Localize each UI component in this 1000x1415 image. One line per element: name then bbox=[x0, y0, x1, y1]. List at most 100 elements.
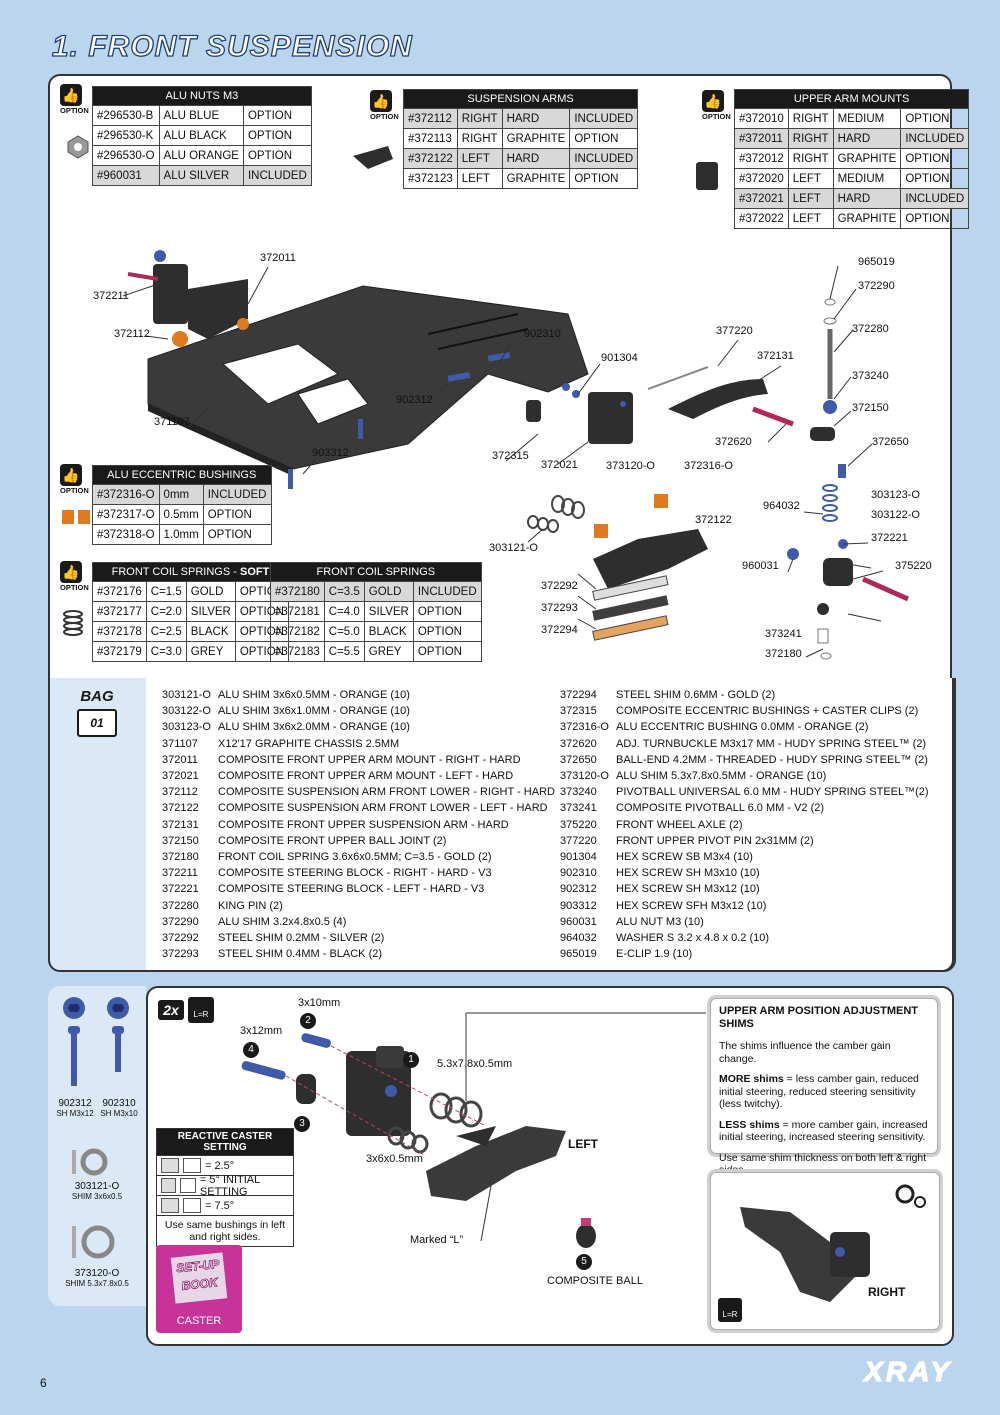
caster-row: = 2.5° bbox=[157, 1155, 293, 1175]
caster-setting-box: REACTIVE CASTER SETTING = 2.5° = 5° INIT… bbox=[156, 1128, 294, 1247]
assembly-line bbox=[285, 1075, 427, 1157]
part-code: 373120-O bbox=[560, 770, 609, 783]
part-description: FRONT WHEEL AXLE (2) bbox=[616, 818, 743, 831]
part-code: 372620 bbox=[560, 737, 597, 750]
step-4-marker: 4 bbox=[243, 1042, 259, 1058]
upper-arm-mount-left bbox=[526, 392, 633, 444]
bag-number: 01 bbox=[77, 709, 117, 737]
leader-lines bbox=[122, 265, 884, 658]
king-pin-stack bbox=[787, 298, 910, 660]
assembly-diagram bbox=[241, 1012, 706, 1248]
lr-icon: L=R bbox=[188, 997, 214, 1023]
callout: 372112 bbox=[114, 328, 150, 340]
part-code: 372316-O bbox=[560, 721, 609, 734]
part-code: 372211 bbox=[162, 867, 198, 880]
callout: 372122 bbox=[695, 514, 732, 526]
part-description: ALU SHIM 3x6x1.0MM - ORANGE (10) bbox=[218, 705, 410, 718]
part-description: X12'17 GRAPHITE CHASSIS 2.5MM bbox=[218, 737, 400, 750]
part-description: HEX SCREW SH M3x10 (10) bbox=[616, 867, 760, 880]
screw-label-12: 3x12mm bbox=[240, 1025, 283, 1037]
part-code: 965019 bbox=[560, 948, 597, 961]
callout: 372315 bbox=[492, 450, 529, 462]
callout: 372293 bbox=[541, 602, 578, 614]
lower-arm-left bbox=[593, 494, 708, 589]
shim-label-big: 5.3x7.8x0.5mm bbox=[437, 1058, 513, 1070]
upper-arm-mount bbox=[346, 1046, 411, 1136]
callout: 372011 bbox=[260, 252, 296, 264]
callout: 372316-O bbox=[684, 460, 733, 472]
part-description: COMPOSITE SUSPENSION ARM FRONT LOWER - L… bbox=[218, 802, 548, 815]
part-description: COMPOSITE ECCENTRIC BUSHINGS + CASTER CL… bbox=[616, 705, 919, 718]
steel-shims bbox=[592, 575, 669, 641]
part-code: 372315 bbox=[560, 705, 597, 718]
callout: 377220 bbox=[716, 325, 753, 337]
part-description: WASHER S 3.2 x 4.8 x 0.2 (10) bbox=[616, 932, 770, 945]
shim-icon bbox=[72, 1225, 115, 1259]
small-arm-icon bbox=[353, 146, 393, 169]
part-description: STEEL SHIM 0.2MM - SILVER (2) bbox=[218, 932, 385, 945]
hardware-sidebar bbox=[48, 986, 146, 1306]
callout: 303123-O bbox=[871, 489, 920, 501]
part-description: BALL-END 4.2MM - THREADED - HUDY SPRING … bbox=[616, 753, 928, 766]
part-code: 377220 bbox=[560, 834, 597, 847]
thumbs-up-icon: 👍 bbox=[702, 90, 724, 112]
part-description: ADJ. TURNBUCKLE M3x17 MM - HUDY SPRING S… bbox=[616, 737, 927, 750]
part-description: FRONT UPPER PIVOT PIN 2x31MM (2) bbox=[616, 834, 814, 847]
callout: 965019 bbox=[858, 256, 895, 268]
callout: 375220 bbox=[895, 560, 932, 572]
callout: 372650 bbox=[872, 436, 909, 448]
part-code: 372290 bbox=[162, 915, 199, 928]
shim-label-small: 3x6x0.5mm bbox=[366, 1153, 423, 1165]
bushing-icon bbox=[183, 1198, 201, 1213]
callout: 372221 bbox=[871, 532, 908, 544]
part-description: ALU SHIM 3x6x0.5MM - ORANGE (10) bbox=[218, 689, 410, 701]
part-description: COMPOSITE PIVOTBALL 6.0 MM - V2 (2) bbox=[616, 802, 825, 815]
part-code: 372122 bbox=[162, 802, 199, 815]
turnbuckle bbox=[752, 406, 794, 427]
part-description: COMPOSITE FRONT UPPER ARM MOUNT - RIGHT … bbox=[218, 753, 521, 766]
left-label: LEFT bbox=[568, 1137, 598, 1151]
bushing-icon bbox=[161, 1158, 179, 1173]
bushing-icon bbox=[180, 1178, 196, 1193]
part-description: STEEL SHIM 0.4MM - BLACK (2) bbox=[218, 948, 383, 961]
part-code: 901304 bbox=[560, 851, 597, 864]
callout: 964032 bbox=[763, 500, 800, 512]
thumbs-up-icon: 👍 bbox=[60, 464, 82, 486]
parts-list-item: 901304 HEX SCREW SB M3x4 (10) bbox=[560, 849, 929, 865]
lr-icon: L=R bbox=[718, 1298, 742, 1322]
parts-list-item: 372122 COMPOSITE SUSPENSION ARM FRONT LOW… bbox=[162, 800, 555, 816]
section-title: 1. FRONT SUSPENSION bbox=[51, 29, 413, 63]
marked-label: Marked “L” bbox=[410, 1234, 464, 1246]
callout: 373240 bbox=[852, 370, 889, 382]
callout: 960031 bbox=[742, 560, 779, 572]
composite-ball bbox=[576, 1218, 596, 1248]
part-description: HEX SCREW SB M3x4 (10) bbox=[616, 851, 753, 864]
shim-icon bbox=[72, 1148, 108, 1176]
callout: 902312 bbox=[396, 394, 433, 406]
quantity-badge: 2x bbox=[158, 1000, 184, 1020]
